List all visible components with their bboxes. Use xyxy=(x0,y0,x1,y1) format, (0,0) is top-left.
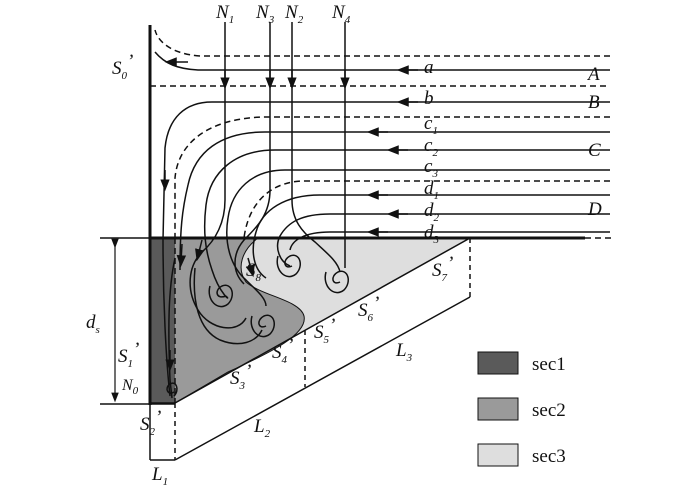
streamlines xyxy=(154,22,610,399)
separation-region xyxy=(149,237,473,404)
label-s0-prime: S0’ xyxy=(112,51,133,82)
label-C: C xyxy=(588,140,601,161)
label-n3: N3 xyxy=(255,2,275,26)
label-d2: d2 xyxy=(424,200,440,224)
label-c1: c1 xyxy=(424,113,438,137)
label-c2: c2 xyxy=(424,135,438,159)
legend-label-sec3: sec3 xyxy=(532,446,566,467)
label-s4-prime: S4’ xyxy=(272,335,293,366)
label-D: D xyxy=(587,199,602,220)
bottom-slab xyxy=(149,238,471,461)
legend-label-sec1: sec1 xyxy=(532,354,566,375)
label-ds: ds xyxy=(86,312,100,336)
legend-swatch-sec1 xyxy=(477,351,519,375)
legend-label-sec2: sec2 xyxy=(532,400,566,421)
label-n1: N1 xyxy=(215,2,234,26)
label-n2: N2 xyxy=(284,2,304,26)
legend-swatch-sec2 xyxy=(477,397,519,421)
legend-item-sec1: sec1 xyxy=(477,351,566,375)
label-s6-prime: S6’ xyxy=(358,293,379,324)
flow-arrows xyxy=(160,57,418,372)
labels: S0’ N1 N3 N2 N4 a b c1 c2 c3 d1 d2 d3 A … xyxy=(86,2,602,488)
label-s8: S8 xyxy=(246,260,262,284)
legend-item-sec2: sec2 xyxy=(477,397,566,421)
label-n0: N0 xyxy=(121,377,139,397)
legend-swatch-sec3 xyxy=(477,443,519,467)
label-n4: N4 xyxy=(331,2,351,26)
label-l2: L2 xyxy=(253,416,271,440)
walls xyxy=(100,25,612,405)
label-c3: c3 xyxy=(424,156,438,180)
label-d3: d3 xyxy=(424,222,440,246)
legend: sec1 sec2 sec3 xyxy=(477,351,566,467)
label-s1-prime: S1’ xyxy=(118,339,139,370)
label-a: a xyxy=(424,57,434,78)
sec2-region xyxy=(149,237,305,404)
label-d1: d1 xyxy=(424,178,439,202)
label-s2-prime: S2’ xyxy=(140,407,161,438)
label-l3: L3 xyxy=(395,340,413,364)
legend-item-sec3: sec3 xyxy=(477,443,566,467)
separatrices xyxy=(150,29,610,403)
label-s5-prime: S5’ xyxy=(314,315,335,346)
label-s3-prime: S3’ xyxy=(230,361,251,392)
label-l1: L1 xyxy=(151,464,168,488)
label-B: B xyxy=(588,92,600,113)
label-A: A xyxy=(586,64,600,85)
spiral-nodes xyxy=(166,254,349,397)
label-s7-prime: S7’ xyxy=(432,253,453,284)
label-b: b xyxy=(424,88,434,109)
